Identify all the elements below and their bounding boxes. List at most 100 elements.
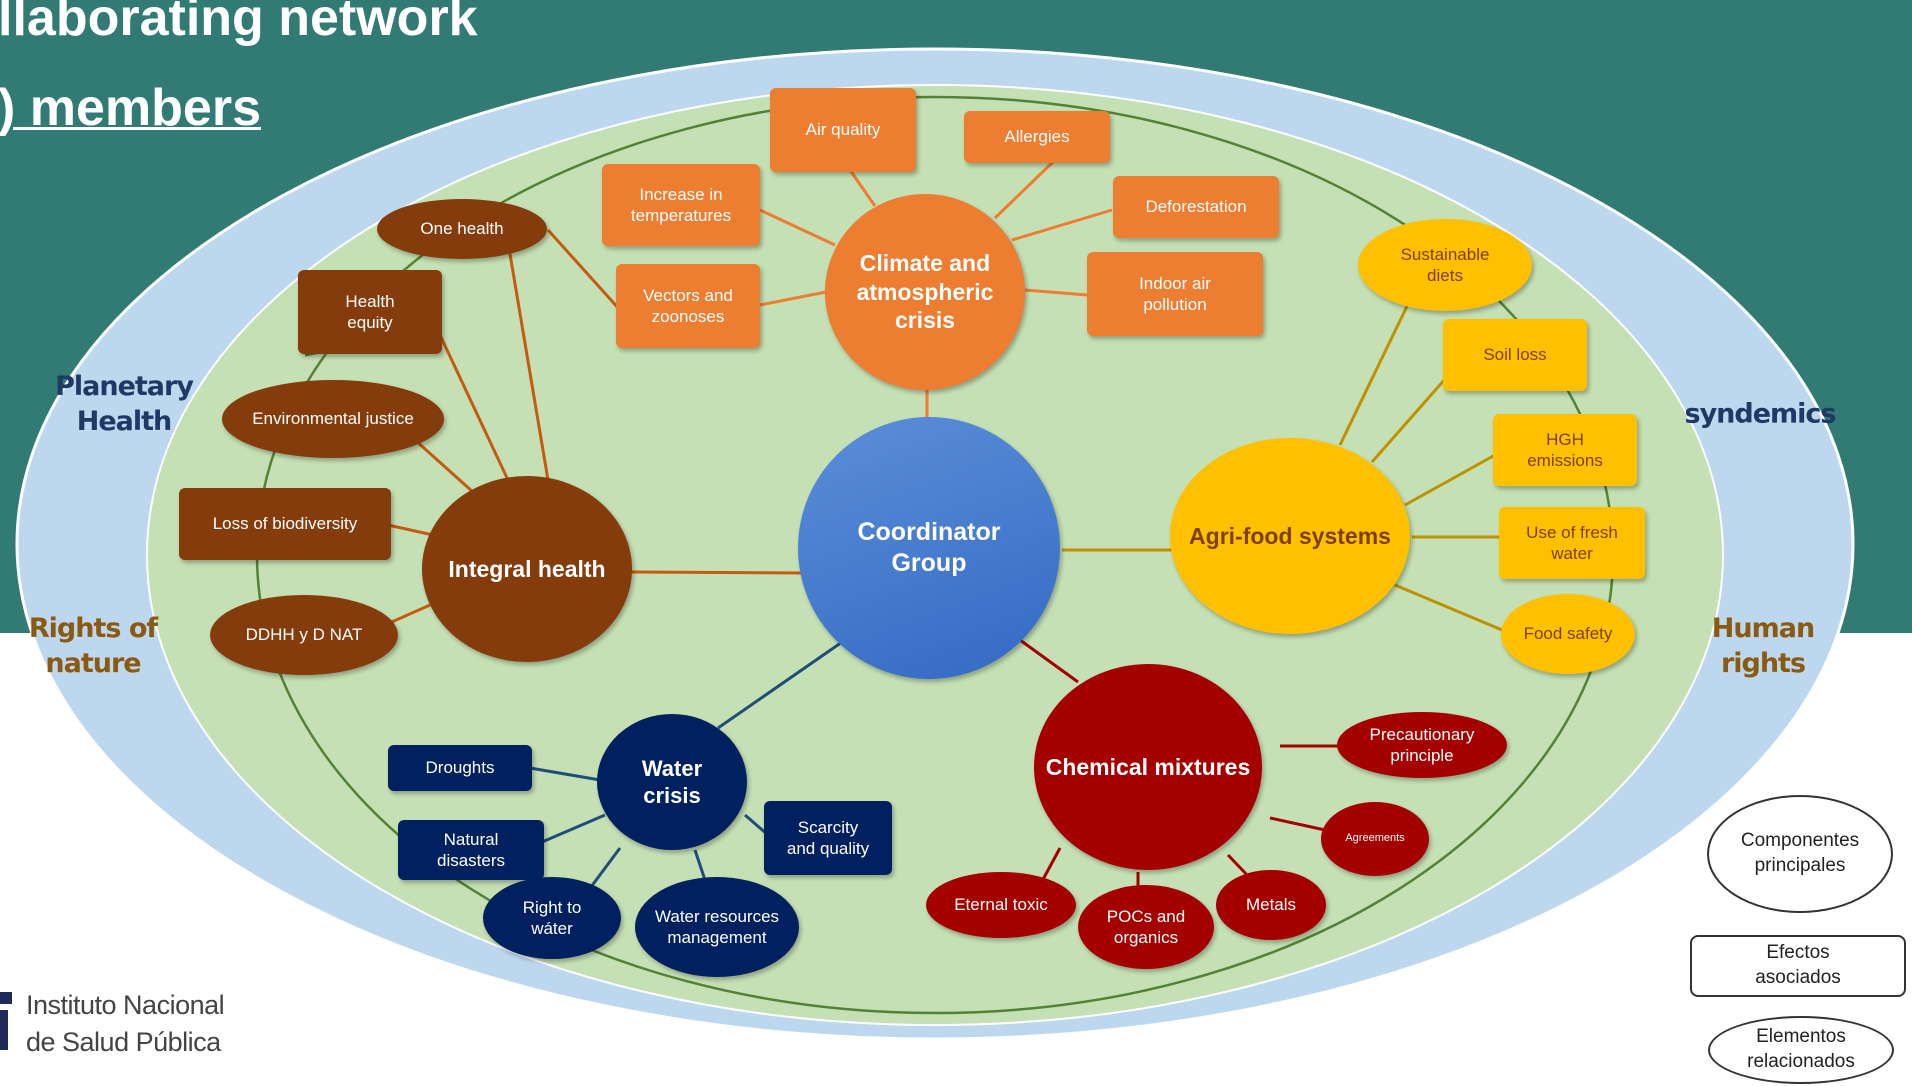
component-climate: Climate and atmospheric crisis: [825, 194, 1025, 390]
component-water-crisis: Water crisis: [597, 714, 747, 850]
label-planetary-health-text: Planetary Health: [55, 370, 194, 437]
climate-item-deforestation: Deforestation: [1113, 176, 1279, 238]
integral-item-health-equity-label: Health equity: [345, 291, 395, 332]
connector-climate-vectors: [759, 290, 827, 307]
label-human-rights: Human rights: [1711, 611, 1815, 681]
chemical-item-precautionary-principle: Precautionary principle: [1337, 712, 1507, 778]
legend-components: Componentes principales: [1707, 795, 1893, 913]
climate-item-air-quality-label: Air quality: [805, 120, 881, 140]
component-integral-health-label: Integral health: [448, 555, 606, 582]
chemical-item-pocs-organics-label: POCs and organics: [1106, 906, 1186, 947]
water-item-right-to-water-label: Right to wáter: [522, 897, 582, 938]
connectors: [304, 158, 1503, 896]
legend-effects-label: Efectos asociados: [1755, 942, 1841, 988]
water-item-right-to-water: Right to wáter: [483, 877, 621, 959]
component-agrifood-systems-label: Agri-food systems: [1189, 522, 1391, 549]
connector-agrifood-sustainable: [1338, 299, 1412, 446]
connector-climate-allergies: [993, 158, 1057, 220]
component-water-crisis-label: Water crisis: [641, 755, 703, 809]
label-human-rights-text: Human rights: [1711, 612, 1815, 679]
agrifood-item-soil-loss-label: Soil loss: [1483, 345, 1547, 365]
integral-item-ddhh-label: DDHH y D NAT: [245, 625, 363, 645]
logo-mark: [0, 992, 12, 1050]
water-item-droughts: Droughts: [388, 745, 532, 791]
chemical-item-precautionary-principle-label: Precautionary principle: [1369, 724, 1475, 765]
agrifood-item-food-safety-label: Food safety: [1523, 624, 1613, 644]
integral-item-health-equity: Health equity: [298, 270, 442, 354]
logo-text-line2: de Salud Pública: [26, 1027, 221, 1057]
integral-item-ddhh: DDHH y D NAT: [210, 595, 398, 675]
water-item-natural-disasters-label: Natural disasters: [436, 829, 506, 870]
agrifood-item-sustainable-diets-label: Sustainable diets: [1400, 244, 1490, 285]
climate-item-increase-temperatures: Increase in temperatures: [602, 164, 760, 246]
connector-integral-envjustice: [413, 438, 475, 494]
agrifood-item-use-of-fresh-water: Use of fresh water: [1499, 507, 1645, 579]
climate-item-indoor-air-pollution: Indoor air pollution: [1087, 252, 1263, 336]
chemical-item-agreements: Agreements: [1321, 802, 1429, 876]
climate-item-indoor-air-pollution-label: Indoor air pollution: [1139, 273, 1211, 314]
component-chemical-mixtures-label: Chemical mixtures: [1045, 753, 1251, 780]
legend-elements-label: Elementos relacionados: [1747, 1026, 1855, 1072]
connector-center-integral: [629, 570, 803, 575]
connector-center-chemical: [1019, 638, 1079, 684]
connector-integral-biodiversity: [387, 523, 434, 537]
chemical-item-pocs-organics: POCs and organics: [1078, 885, 1214, 969]
chemical-item-eternal-toxic: Eternal toxic: [926, 872, 1076, 938]
integral-item-one-health: One health: [377, 199, 547, 259]
integral-item-environmental-justice-label: Environmental justice: [252, 409, 414, 429]
connector-agrifood-soil: [1370, 377, 1448, 463]
logo-text-line1: Instituto Nacional: [26, 990, 225, 1020]
connector-water-natural: [541, 813, 606, 844]
connector-agrifood-foodsafety: [1394, 583, 1503, 632]
agrifood-item-food-safety: Food safety: [1501, 594, 1635, 674]
chemical-item-agreements-label: Agreements: [1345, 832, 1405, 845]
agrifood-item-soil-loss: Soil loss: [1443, 319, 1587, 391]
component-chemical-mixtures: Chemical mixtures: [1034, 664, 1262, 870]
water-item-scarcity-quality-label: Scarcity and quality: [786, 817, 870, 858]
climate-item-increase-temperatures-label: Increase in temperatures: [630, 184, 732, 225]
agrifood-item-hgh-emissions-label: HGH emissions: [1527, 429, 1603, 470]
connector-climate-deforestation: [1011, 208, 1113, 242]
chemical-item-eternal-toxic-label: Eternal toxic: [954, 895, 1048, 915]
component-agrifood-systems: Agri-food systems: [1170, 438, 1410, 634]
connector-climate-increase: [759, 208, 836, 247]
chemical-item-metals: Metals: [1216, 870, 1326, 940]
connector-agrifood-hgh: [1404, 453, 1496, 507]
connector-center-water: [717, 638, 846, 730]
integral-item-loss-of-biodiversity: Loss of biodiversity: [179, 488, 391, 560]
integral-item-environmental-justice: Environmental justice: [222, 380, 444, 458]
page-title-line1: llaborating network: [0, 0, 478, 47]
component-climate-label: Climate and atmospheric crisis: [856, 249, 994, 334]
climate-item-air-quality: Air quality: [770, 88, 916, 172]
climate-item-vectors-zoonoses-label: Vectors and zoonoses: [643, 285, 733, 326]
chemical-item-metals-label: Metals: [1245, 895, 1297, 915]
integral-item-loss-of-biodiversity-label: Loss of biodiversity: [212, 514, 358, 534]
water-item-resources-management: Water resources management: [635, 877, 799, 977]
label-rights-of-nature-text: Rights of nature: [28, 612, 158, 679]
legend-effects: Efectos asociados: [1690, 935, 1906, 997]
connector-water-droughts: [529, 766, 601, 782]
label-syndemics-text: syndemics: [1684, 398, 1837, 430]
water-item-scarcity-quality: Scarcity and quality: [764, 801, 892, 875]
label-planetary-health: Planetary Health: [55, 369, 194, 439]
legend-components-label: Componentes principales: [1740, 830, 1860, 876]
agrifood-item-hgh-emissions: HGH emissions: [1493, 414, 1637, 486]
label-syndemics: syndemics: [1684, 396, 1837, 431]
water-item-resources-management-label: Water resources management: [654, 906, 780, 947]
integral-item-one-health-label: One health: [420, 219, 504, 239]
center-label: Coordinator Group: [857, 517, 1001, 577]
connector-integral-onehealth: [508, 253, 550, 481]
climate-item-allergies: Allergies: [964, 111, 1110, 163]
center-coordinator-group: Coordinator Group: [798, 417, 1060, 679]
connector-onehealth-vectors: [546, 228, 622, 312]
climate-item-allergies-label: Allergies: [1004, 127, 1070, 147]
connector-climate-indoor: [1024, 288, 1088, 297]
label-rights-of-nature: Rights of nature: [28, 611, 158, 681]
agrifood-item-sustainable-diets: Sustainable diets: [1358, 219, 1532, 311]
connector-chemical-agreements: [1269, 816, 1326, 832]
climate-item-deforestation-label: Deforestation: [1145, 197, 1247, 217]
water-item-droughts-label: Droughts: [425, 758, 495, 778]
connector-water-resources: [693, 849, 707, 881]
page-title-line2: ) members: [0, 79, 261, 137]
agrifood-item-use-of-fresh-water-label: Use of fresh water: [1526, 522, 1618, 563]
